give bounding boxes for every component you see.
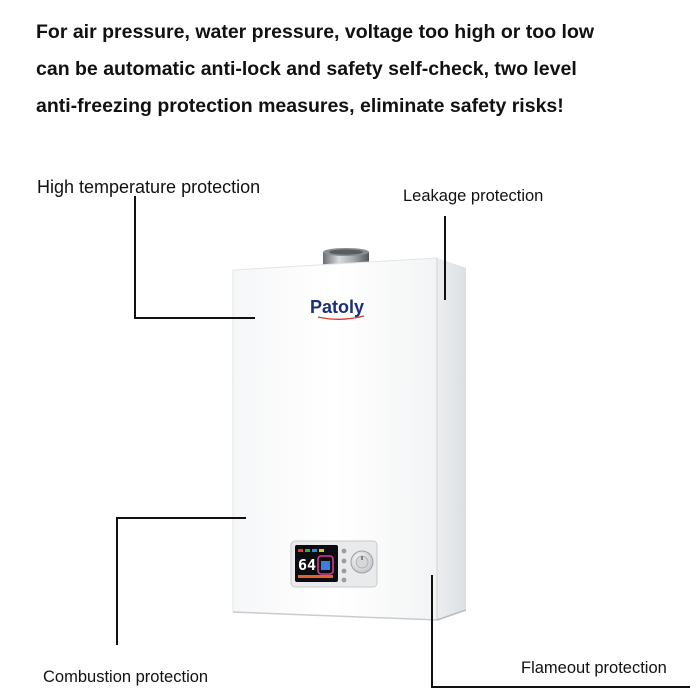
- headline-line-3: anti-freezing protection measures, elimi…: [36, 95, 564, 117]
- headline-line-1: For air pressure, water pressure, voltag…: [36, 21, 595, 43]
- control-panel: 64: [290, 540, 378, 588]
- panel-button[interactable]: [341, 577, 347, 583]
- lcd-display: [295, 545, 338, 582]
- headline-line-2: can be automatic anti-lock and safety se…: [36, 58, 577, 80]
- flame-indicator-icon: [317, 555, 334, 575]
- panel-button[interactable]: [341, 558, 347, 564]
- panel-button[interactable]: [341, 568, 347, 574]
- brand-logo: Patoly: [310, 297, 364, 317]
- callout-leakage: Leakage protection: [403, 187, 544, 205]
- leader-high-temperature: [134, 196, 255, 319]
- cabinet-side: [437, 258, 466, 620]
- leader-flameout: [431, 575, 690, 688]
- panel-button[interactable]: [341, 548, 347, 554]
- leader-combustion: [116, 517, 246, 645]
- callout-flameout: Flameout protection: [521, 659, 667, 677]
- heater-cabinet: [232, 257, 467, 621]
- callout-combustion: Combustion protection: [43, 668, 209, 686]
- callout-lines: [116, 196, 690, 688]
- logo-swoosh-icon: [317, 315, 365, 320]
- display-reading: 64: [298, 556, 316, 574]
- headline: For air pressure, water pressure, voltag…: [36, 14, 676, 125]
- callout-high-temperature: High temperature protection: [37, 177, 261, 197]
